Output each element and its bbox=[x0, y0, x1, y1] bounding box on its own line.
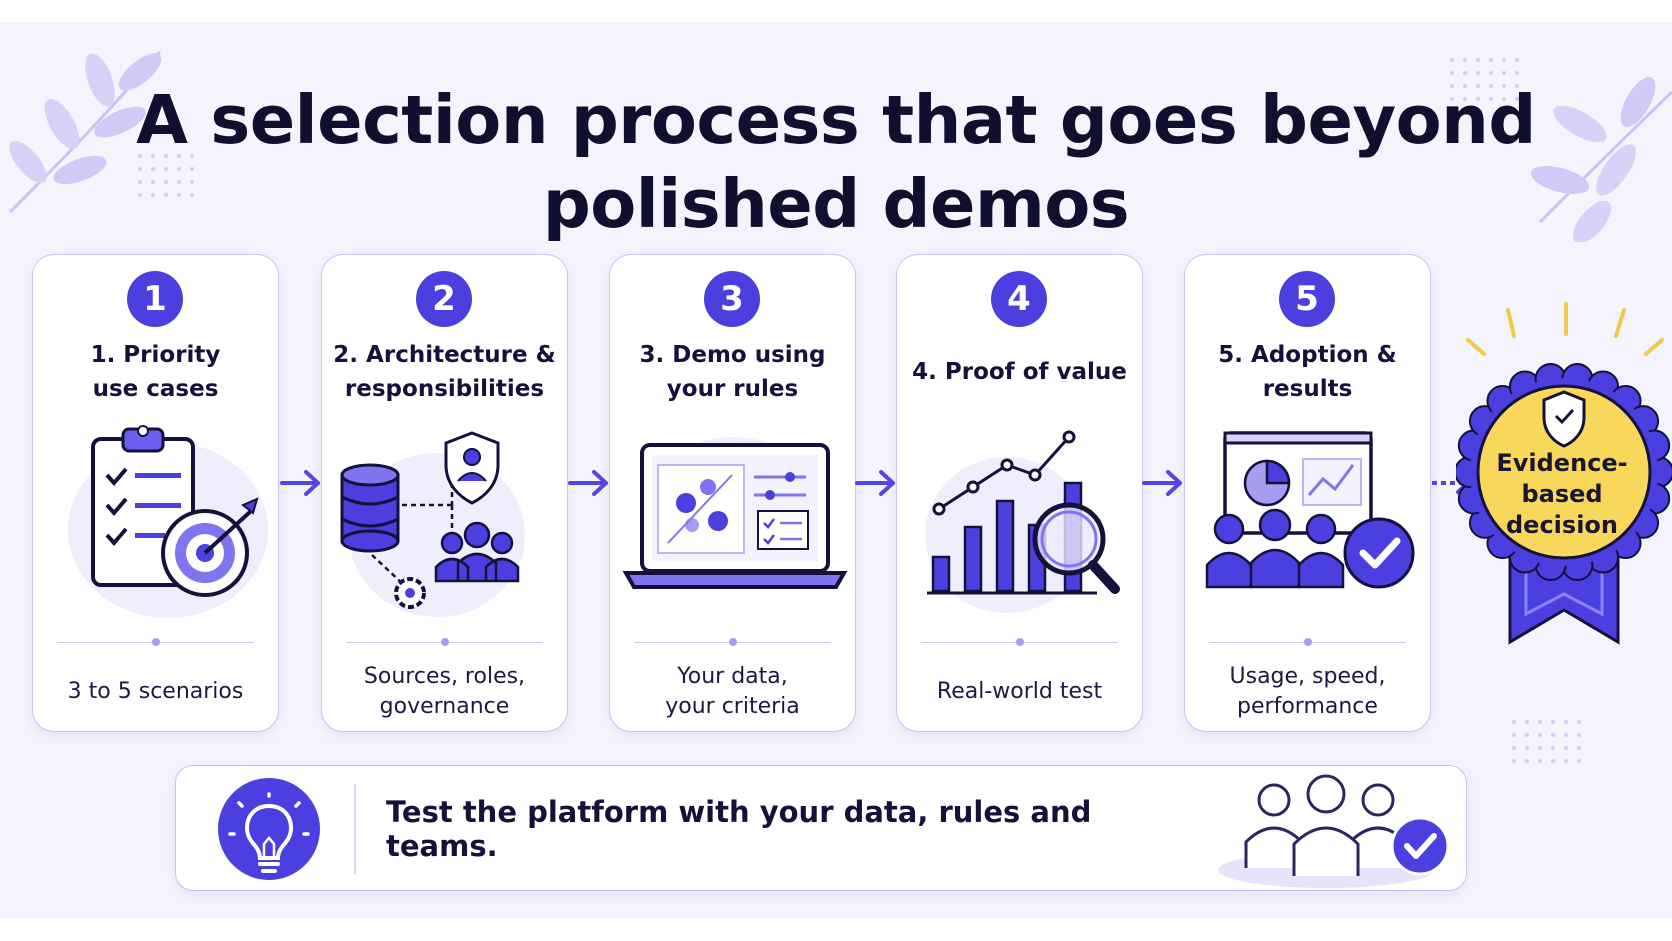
database-governance-icon bbox=[340, 431, 525, 617]
dot-grid-decoration bbox=[1450, 58, 1519, 101]
arrow-right-icon bbox=[568, 470, 608, 496]
step-number-badge: 3 bbox=[704, 271, 760, 327]
step-card-priority-use-cases: 1 1. Priority use cases 3 to 5 scenarios bbox=[32, 254, 279, 732]
step-number-badge: 1 bbox=[127, 271, 183, 327]
divider-dot bbox=[1015, 638, 1024, 646]
arrow-right-icon bbox=[1142, 470, 1182, 496]
page-title: A selection process that goes beyond pol… bbox=[136, 81, 1536, 243]
step-subtitle: Usage, speed, performance bbox=[1229, 664, 1386, 719]
clipboard-target-icon bbox=[68, 425, 268, 618]
badge-label: Evidence- based decision bbox=[1496, 449, 1628, 539]
divider-dot bbox=[728, 638, 737, 646]
divider-dot bbox=[440, 638, 449, 646]
step-title: 5. Adoption & results bbox=[1218, 342, 1397, 402]
step-card-architecture: 2 2. Architecture & responsibilities Sou… bbox=[321, 254, 568, 732]
step-number-badge: 2 bbox=[416, 271, 472, 327]
award-badge-icon bbox=[1456, 302, 1672, 645]
step-card-adoption: 5 5. Adoption & results Usage, speed, pe… bbox=[1184, 254, 1431, 732]
arrow-right-icon bbox=[855, 470, 895, 496]
team-check-icon bbox=[1218, 774, 1450, 888]
leaf-decoration-right-icon bbox=[1530, 77, 1672, 242]
step-title: 2. Architecture & responsibilities bbox=[333, 342, 556, 402]
step-subtitle: 3 to 5 scenarios bbox=[67, 679, 244, 704]
step-card-demo: 3 3. Demo using your rules Your data, yo… bbox=[609, 254, 856, 732]
chart-magnifier-icon bbox=[925, 430, 1120, 613]
dot-grid-decoration bbox=[1512, 720, 1581, 763]
banner-divider bbox=[354, 784, 356, 874]
banner-text: Test the platform with your data, rules … bbox=[386, 795, 1092, 863]
step-title: 1. Priority use cases bbox=[90, 342, 221, 402]
lightbulb-icon bbox=[218, 778, 320, 880]
team-results-icon bbox=[1205, 431, 1415, 589]
leaf-decoration-left-icon bbox=[8, 51, 162, 214]
dot-grid-decoration bbox=[138, 154, 194, 197]
divider-dot bbox=[151, 638, 160, 646]
step-title: 3. Demo using your rules bbox=[639, 342, 826, 402]
divider-dot bbox=[1303, 638, 1312, 646]
step-subtitle: Real-world test bbox=[936, 679, 1103, 704]
step-subtitle: Sources, roles, governance bbox=[363, 664, 526, 719]
step-card-proof-of-value: 4 4. Proof of value Real-world test bbox=[896, 254, 1143, 732]
step-number-badge: 5 bbox=[1279, 271, 1335, 327]
laptop-dashboard-icon bbox=[622, 437, 847, 589]
step-number-badge: 4 bbox=[991, 271, 1047, 327]
arrow-right-icon bbox=[280, 470, 320, 496]
infographic-canvas: A selection process that goes beyond pol… bbox=[0, 22, 1672, 918]
step-title: 4. Proof of value bbox=[912, 359, 1127, 385]
step-subtitle: Your data, your criteria bbox=[665, 664, 800, 719]
banner-callout: Test the platform with your data, rules … bbox=[175, 765, 1467, 891]
